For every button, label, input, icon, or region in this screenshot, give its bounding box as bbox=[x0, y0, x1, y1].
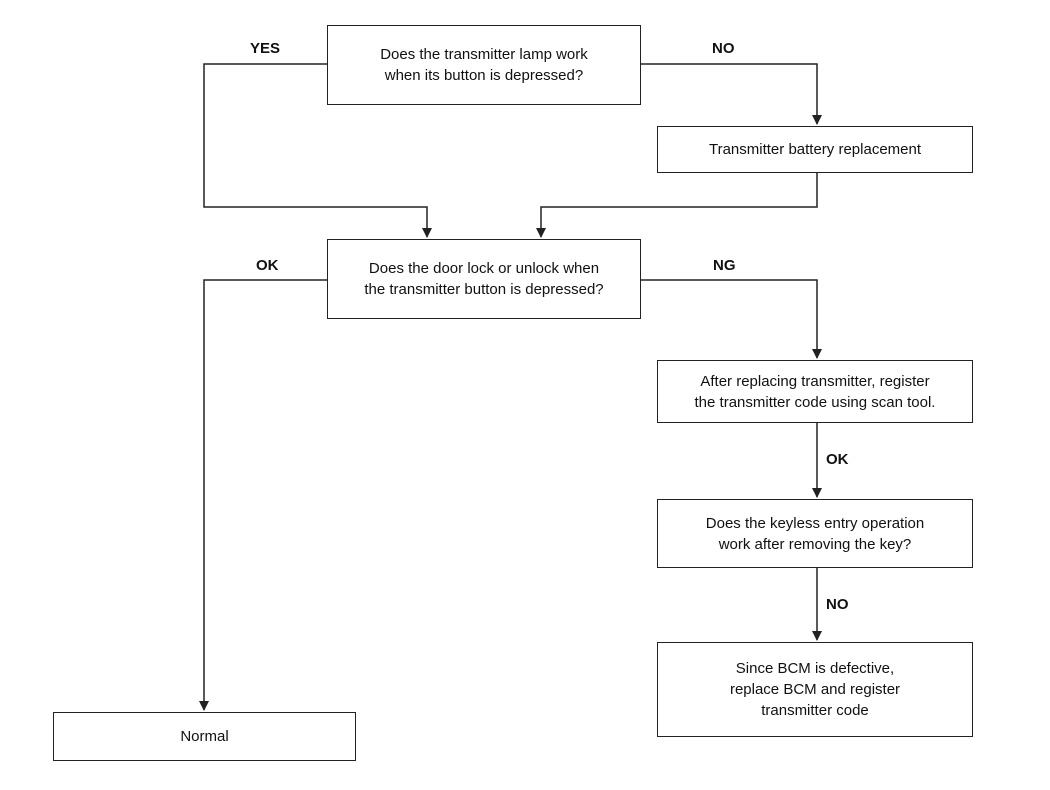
edge-no1-line bbox=[641, 63, 822, 125]
edge-label-ok1: OK bbox=[256, 257, 279, 274]
node-door-question: Does the door lock or unlock when the tr… bbox=[327, 239, 641, 319]
edge-label-ng: NG bbox=[713, 257, 736, 274]
edge-label-yes: YES bbox=[250, 40, 281, 57]
edge-ng-line bbox=[641, 279, 822, 359]
node-lamp-question: Does the transmitter lamp work when its … bbox=[327, 25, 641, 105]
edge-label-no2: NO bbox=[826, 596, 849, 613]
node-battery-replacement: Transmitter battery replacement bbox=[657, 126, 973, 173]
edge-label-ok2: OK bbox=[826, 451, 849, 468]
edge-ok1-line bbox=[199, 279, 327, 711]
edge-yes-line bbox=[203, 63, 432, 238]
node-bcm-defective: Since BCM is defective, replace BCM and … bbox=[657, 642, 973, 737]
node-normal: Normal bbox=[53, 712, 356, 761]
edge-label-no1: NO bbox=[712, 40, 735, 57]
node-replace-register: After replacing transmitter, register th… bbox=[657, 360, 973, 423]
node-keyless-question: Does the keyless entry operation work af… bbox=[657, 499, 973, 568]
edge-battery-to-door-line bbox=[536, 173, 818, 238]
